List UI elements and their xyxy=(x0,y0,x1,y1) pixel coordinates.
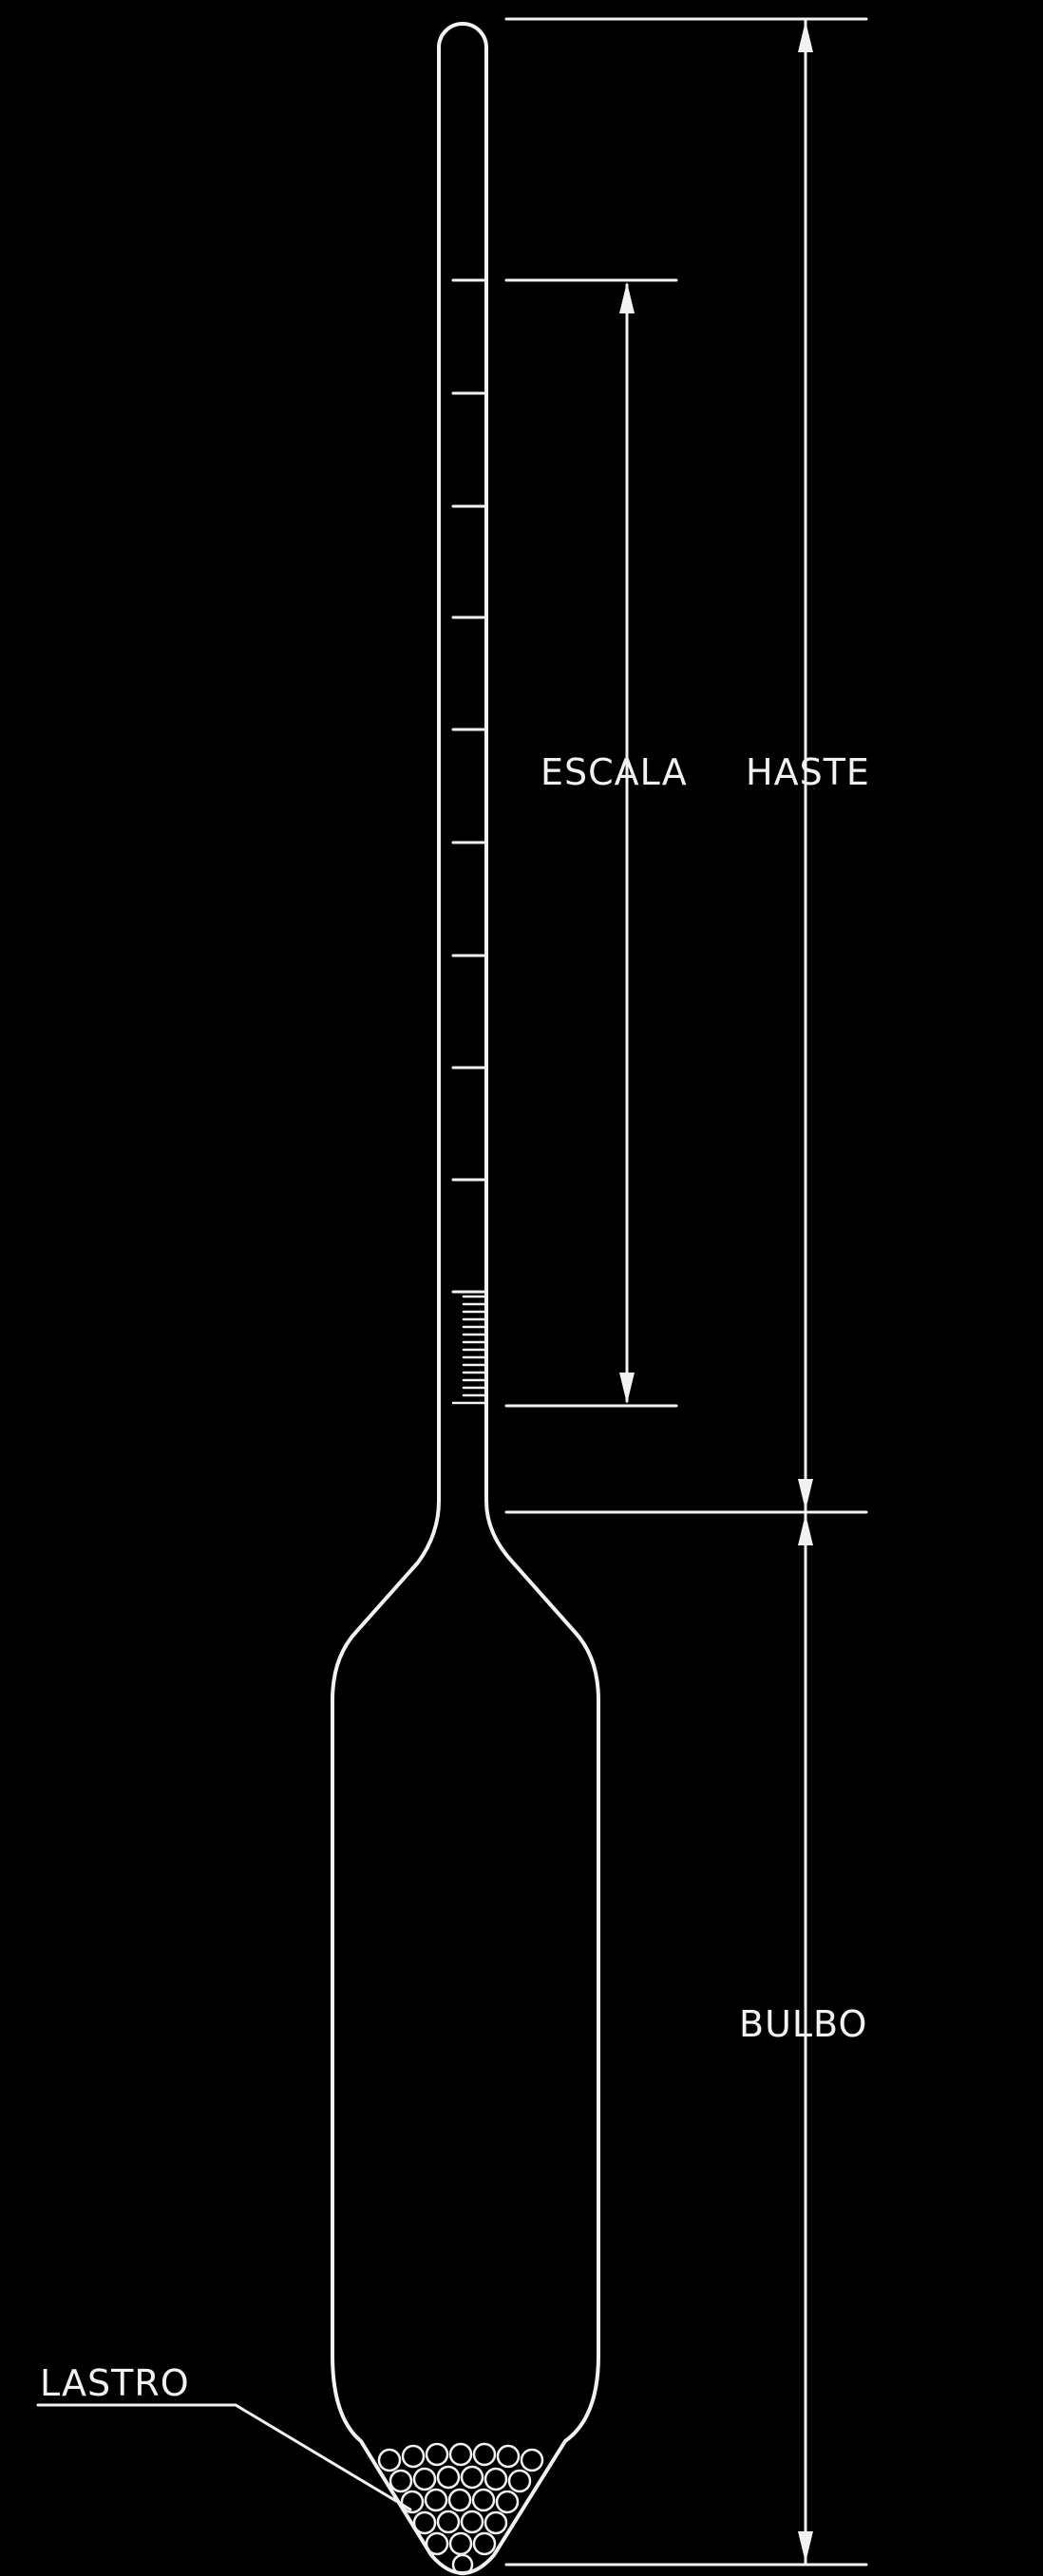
escala-label: ESCALA xyxy=(540,751,688,793)
scale-fine-graduations xyxy=(451,1295,486,1405)
pellet xyxy=(448,2442,473,2467)
lastro-leader xyxy=(36,2403,412,2511)
escala-arrow-bottom xyxy=(619,1373,635,1404)
ballast-pellets xyxy=(377,2442,544,2576)
scale-graduations xyxy=(451,278,486,1294)
pellet xyxy=(460,2465,484,2490)
pellet xyxy=(436,2465,461,2490)
bulbo-label: BULBO xyxy=(739,2003,867,2045)
pellet xyxy=(412,2467,437,2491)
pellet xyxy=(484,2510,508,2535)
pellet xyxy=(436,2510,461,2534)
pellet xyxy=(401,2444,426,2469)
pellet xyxy=(451,2553,474,2576)
escala-dimension xyxy=(619,282,635,1404)
pellet xyxy=(389,2469,413,2493)
pellet xyxy=(424,2488,448,2512)
pellet xyxy=(447,2488,472,2512)
haste-arrow-top xyxy=(798,21,813,52)
bulbo-arrow-bottom xyxy=(798,2531,813,2563)
pellet xyxy=(507,2469,532,2493)
pellet xyxy=(377,2448,402,2472)
bulbo-dimension xyxy=(798,1512,813,2565)
pellet xyxy=(471,2488,496,2512)
pellet xyxy=(460,2510,484,2534)
pellet xyxy=(400,2490,425,2514)
haste-arrow-bottom xyxy=(798,1479,813,1510)
pellet xyxy=(495,2490,520,2514)
lastro-label: LASTRO xyxy=(40,2362,190,2404)
pellet xyxy=(425,2442,449,2467)
haste-label: HASTE xyxy=(746,751,870,793)
lastro-pointer xyxy=(234,2403,412,2511)
pellet xyxy=(472,2531,497,2556)
pellet xyxy=(412,2510,437,2535)
pellet xyxy=(484,2467,508,2491)
pellet xyxy=(496,2444,521,2469)
pellet xyxy=(425,2531,449,2556)
pellet xyxy=(472,2442,497,2467)
hydrometer-outline xyxy=(331,22,600,2575)
pellet xyxy=(520,2448,544,2472)
haste-dimension xyxy=(798,19,813,1512)
bulbo-arrow-top xyxy=(798,1514,813,1545)
extension-lines xyxy=(504,17,868,2567)
pellet xyxy=(448,2531,473,2556)
escala-arrow-top xyxy=(619,282,635,313)
